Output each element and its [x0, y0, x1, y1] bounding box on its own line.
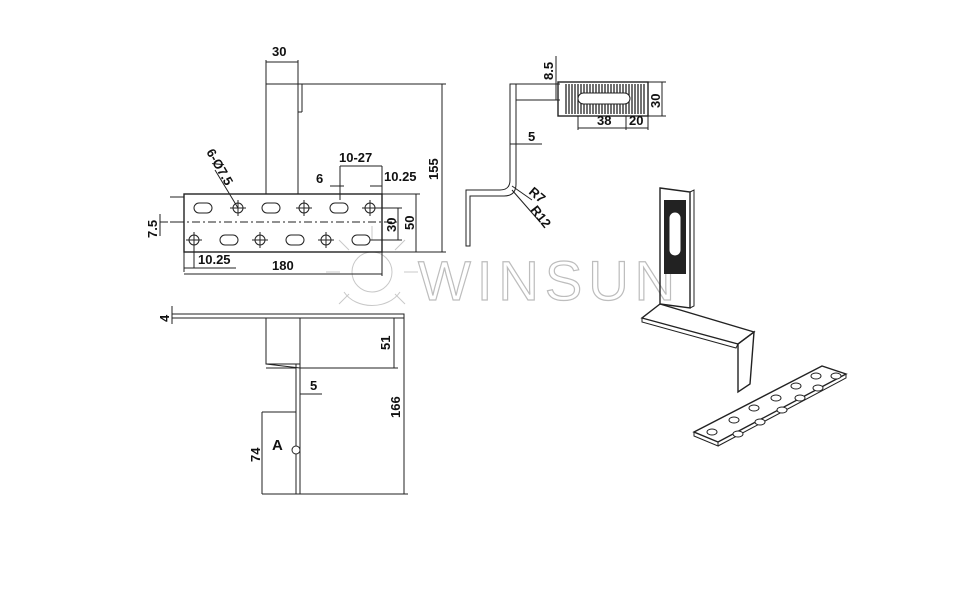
front-view: 30 155 6-Ø7.5 10-27 6 10.25 10.25 180: [145, 44, 446, 276]
dim-bottom-thickness: 4: [157, 314, 172, 322]
dim-section-height: 74: [248, 447, 263, 462]
dim-slot-end: 20: [629, 113, 643, 128]
bottom-plate: [171, 313, 405, 319]
dim-radius-inner: R7: [526, 184, 548, 206]
dim-holes: 6-Ø7.5: [203, 146, 236, 188]
dim-radius-outer: R12: [528, 203, 555, 231]
bottom-bracket: [265, 317, 301, 365]
dim-slot-len: 38: [597, 113, 611, 128]
dim-offset-left: 7.5: [145, 220, 160, 238]
dim-bottom-offset: 51: [378, 336, 393, 350]
sun-logo: [326, 226, 418, 306]
watermark-text: WINSUN: [418, 249, 681, 312]
watermark: WINSUN: [326, 226, 681, 313]
tab-slot: [577, 92, 631, 105]
base-plate: [183, 193, 383, 253]
isometric-view: [640, 187, 848, 447]
lower-hole-row: [186, 232, 371, 248]
dim-width-top: 30: [272, 44, 286, 59]
dim-thickness: 5: [528, 129, 535, 144]
dim-slot-width: 6: [316, 171, 323, 186]
dim-edge-right: 10.25: [384, 169, 417, 184]
dim-height-total: 155: [426, 158, 441, 180]
bottom-dimensions: 4 51 5 166 74 A: [157, 306, 408, 495]
section-label: A: [272, 437, 283, 454]
dim-bottom-total: 166: [388, 396, 403, 418]
dim-edge-left: 10.25: [198, 252, 231, 267]
dim-bottom-thickness-b: 5: [310, 378, 317, 393]
dim-base-width: 180: [272, 258, 294, 273]
iso-holes: [706, 372, 842, 438]
hook-tab: [557, 81, 649, 117]
side-profile: 8.5 5 R7 R12 38 20 30: [465, 56, 666, 247]
vertical-arm: [265, 83, 299, 195]
bottom-view: 4 51 5 166 74 A: [157, 306, 408, 495]
dim-row-spacing: 30: [384, 218, 399, 232]
dim-slot-range: 10-27: [339, 150, 372, 165]
iso-down-leg: [737, 330, 755, 394]
hook-profile: [465, 83, 517, 247]
dim-top-height: 8.5: [541, 62, 556, 80]
iso-slot: [668, 211, 682, 257]
dim-base-height: 50: [402, 216, 417, 230]
dim-tab-height: 30: [648, 94, 663, 108]
upper-hole-row: [193, 200, 378, 216]
section-marker: [291, 445, 301, 455]
